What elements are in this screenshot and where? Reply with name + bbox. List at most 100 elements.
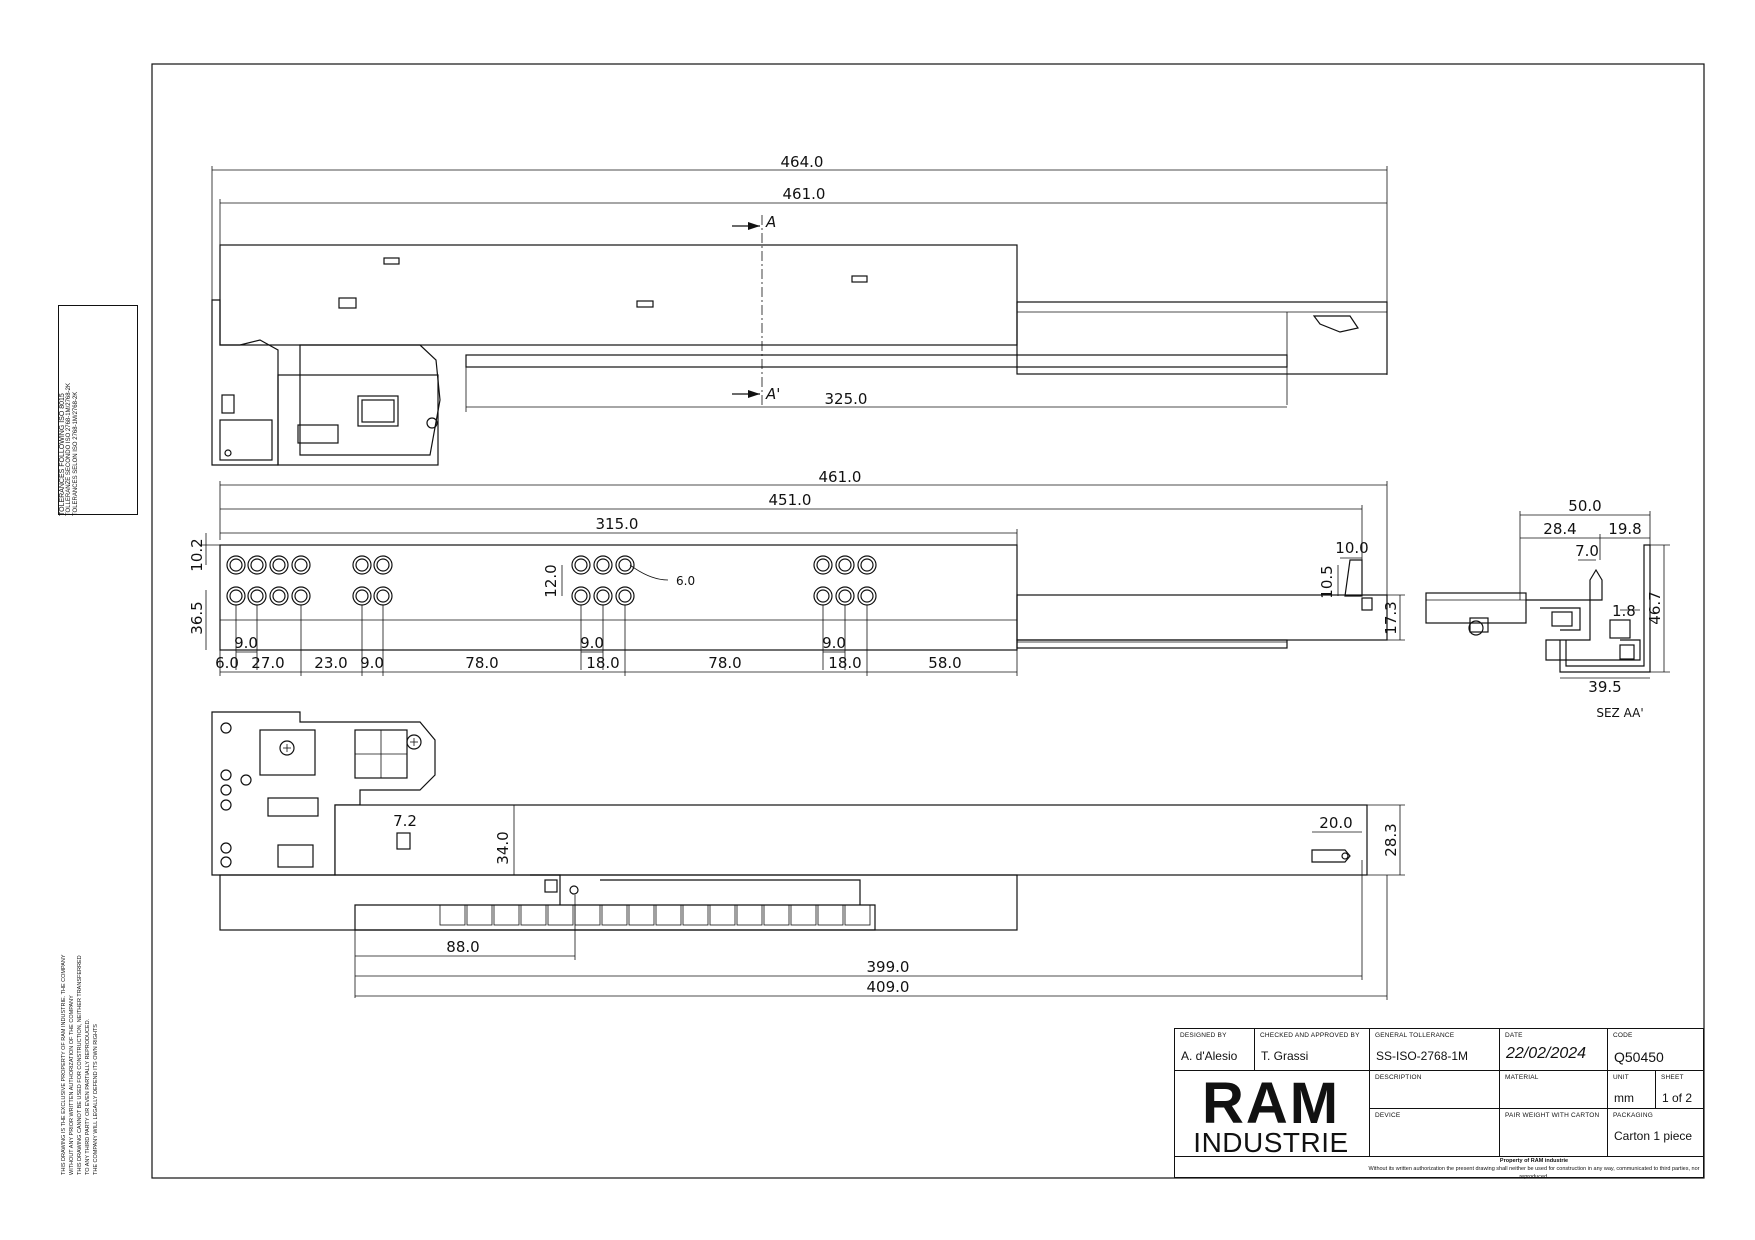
dim-overall-464: 464.0 — [781, 153, 824, 171]
cell-unit: UNIT mm — [1608, 1071, 1656, 1109]
pair-weight-label: PAIR WEIGHT WITH CARTON — [1505, 1112, 1600, 1119]
checked-by-value: T. Grassi — [1261, 1049, 1309, 1063]
material-label: MATERIAL — [1505, 1074, 1539, 1081]
logo-ram: RAM — [1201, 1071, 1341, 1136]
dim-bottom-7-2: 7.2 — [393, 812, 417, 830]
packaging-label: PACKAGING — [1613, 1112, 1653, 1119]
legal-line-4: TO ANY THIRD PARTY OR EVEN PARTIALLY REP… — [85, 1018, 91, 1175]
cell-device: DEVICE — [1370, 1109, 1500, 1157]
dim-sec-7: 7.0 — [1575, 542, 1599, 560]
footer-note: Property of RAM industrie Without its wr… — [1365, 1157, 1703, 1181]
dim-chain-6: 18.0 — [586, 654, 619, 672]
cell-code: CODE Q50450 — [1608, 1029, 1704, 1071]
dim-side-17-3: 17.3 — [1382, 601, 1400, 634]
designed-by-label: DESIGNED BY — [1180, 1032, 1227, 1039]
tolerance-line-1: TOLERANCES FOLLOWING ISO 8015 — [59, 393, 66, 516]
section-mark-a: A — [765, 213, 776, 231]
cell-date: DATE 22/02/2024 — [1500, 1029, 1608, 1071]
dim-chain-2: 27.0 — [251, 654, 284, 672]
tolerance-text: TOLERANCES FOLLOWING ISO 8015 TOLLERANZE… — [59, 306, 139, 516]
tolerance-line-2: TOLLERANZE SECONDO ISO 2768-1M/2768-2K — [66, 383, 72, 516]
dim-bottom-409: 409.0 — [867, 978, 910, 996]
section-view: 50.0 28.4 19.8 7.0 1.8 46.7 39.5 SEZ AA' — [1425, 497, 1670, 720]
date-value: 22/02/2024 — [1506, 1045, 1587, 1062]
dim-bottom-88: 88.0 — [446, 938, 479, 956]
device-label: DEVICE — [1375, 1112, 1401, 1119]
dim-side-36-5: 36.5 — [188, 601, 206, 634]
sheet-border — [151, 63, 1705, 1179]
footer-line-1: Property of RAM industrie — [1499, 1158, 1569, 1164]
footer-line-2: Without its written authorization the pr… — [1368, 1166, 1700, 1180]
title-block: DESIGNED BY A. d'Alesio CHECKED AND APPR… — [1174, 1028, 1704, 1181]
dim-chain-1: 6.0 — [215, 654, 239, 672]
dim-bottom-20: 20.0 — [1319, 814, 1352, 832]
legal-line-5: THE COMPANY WILL LEGALLY DEFEND ITS OWN … — [93, 1024, 99, 1175]
cell-description: DESCRIPTION — [1370, 1071, 1500, 1109]
packaging-value: Carton 1 piece — [1614, 1129, 1693, 1143]
dim-sub-9-a: 9.0 — [234, 634, 258, 652]
hole-group-3 — [571, 555, 635, 606]
dim-side-12: 12.0 — [542, 564, 560, 597]
dim-bottom-34: 34.0 — [494, 831, 512, 864]
cell-pair-weight: PAIR WEIGHT WITH CARTON — [1500, 1109, 1608, 1157]
dim-tab-10-0: 10.0 — [1335, 539, 1368, 557]
dim-side-451: 451.0 — [769, 491, 812, 509]
cell-packaging: PACKAGING Carton 1 piece — [1608, 1109, 1704, 1157]
dim-side-10-2: 10.2 — [188, 538, 206, 571]
cell-designed-by: DESIGNED BY A. d'Alesio — [1175, 1029, 1255, 1071]
dim-sec-28-4: 28.4 — [1543, 520, 1576, 538]
dim-chain-9: 58.0 — [928, 654, 961, 672]
sheet-value: 1 of 2 — [1662, 1091, 1693, 1105]
dim-sub-9-b: 9.0 — [580, 634, 604, 652]
dim-chain-7: 78.0 — [708, 654, 741, 672]
rail-teeth — [439, 904, 871, 926]
section-mark-a-prime: A' — [765, 385, 780, 403]
hole-group-4 — [813, 555, 877, 606]
dim-chain-4: 9.0 — [360, 654, 384, 672]
dim-overall-461: 461.0 — [783, 185, 826, 203]
unit-value: mm — [1614, 1091, 1634, 1105]
legal-line-1: THIS DRAWING IS THE EXCLUSIVE PROPERTY O… — [61, 954, 67, 1175]
dim-chain-5: 78.0 — [465, 654, 498, 672]
dim-bottom-399: 399.0 — [867, 958, 910, 976]
cell-checked-by: CHECKED AND APPROVED BY T. Grassi — [1255, 1029, 1370, 1071]
dim-side-315: 315.0 — [596, 515, 639, 533]
description-label: DESCRIPTION — [1375, 1074, 1422, 1081]
cell-tolerance: GENERAL TOLLERANCE SS-ISO-2768-1M — [1370, 1029, 1500, 1071]
tolerance-line-3: TOLERANCES SELON ISO 2768-1M/2768-2K — [73, 391, 79, 516]
legal-line-2: WITHOUT ANY PRIOR WRITTEN AUTHORIZATION … — [69, 995, 75, 1175]
tolerance-value: SS-ISO-2768-1M — [1376, 1049, 1469, 1063]
cell-logo-frame — [1175, 1071, 1370, 1157]
dim-sub-9-c: 9.0 — [822, 634, 846, 652]
dim-sec-39-5: 39.5 — [1588, 678, 1621, 696]
logo-industrie: INDUSTRIE — [1193, 1127, 1349, 1158]
dim-sec-19-8: 19.8 — [1608, 520, 1641, 538]
designed-by-value: A. d'Alesio — [1181, 1049, 1238, 1063]
bottom-view: 7.2 34.0 20.0 28.3 88.0 399.0 409.0 — [211, 711, 1405, 1000]
cell-material: MATERIAL — [1500, 1071, 1608, 1109]
dim-sec-50: 50.0 — [1568, 497, 1601, 515]
dim-side-461: 461.0 — [819, 468, 862, 486]
dim-tab-10-5: 10.5 — [1318, 565, 1336, 598]
date-label: DATE — [1505, 1032, 1523, 1039]
code-value: Q50450 — [1614, 1049, 1664, 1065]
code-label: CODE — [1613, 1032, 1633, 1039]
tolerance-box: TOLERANCES FOLLOWING ISO 8015 TOLLERANZE… — [58, 305, 139, 516]
legal-line-3: THIS DRAWING CANNOT BE USED FOR CONSTRUC… — [77, 955, 83, 1175]
dim-chain-8: 18.0 — [828, 654, 861, 672]
dim-sec-1-8: 1.8 — [1612, 602, 1636, 620]
checked-by-label: CHECKED AND APPROVED BY — [1260, 1032, 1360, 1039]
section-label: SEZ AA' — [1596, 706, 1643, 720]
dim-stroke-325: 325.0 — [825, 390, 868, 408]
sheet-label: SHEET — [1661, 1074, 1684, 1081]
side-view: 461.0 451.0 315.0 10.2 36.5 — [188, 468, 1405, 676]
dim-chain-3: 23.0 — [314, 654, 347, 672]
unit-label: UNIT — [1613, 1074, 1629, 1081]
cell-sheet: SHEET 1 of 2 — [1656, 1071, 1704, 1109]
ram-industrie-logo: RAM INDUSTRIE — [1179, 1071, 1363, 1158]
top-view: 464.0 461.0 325.0 — [211, 153, 1388, 466]
dim-bottom-28-3: 28.3 — [1382, 823, 1400, 856]
dim-hole-dia: 6.0 — [676, 574, 695, 588]
legal-notice: THIS DRAWING IS THE EXCLUSIVE PROPERTY O… — [60, 895, 110, 1175]
